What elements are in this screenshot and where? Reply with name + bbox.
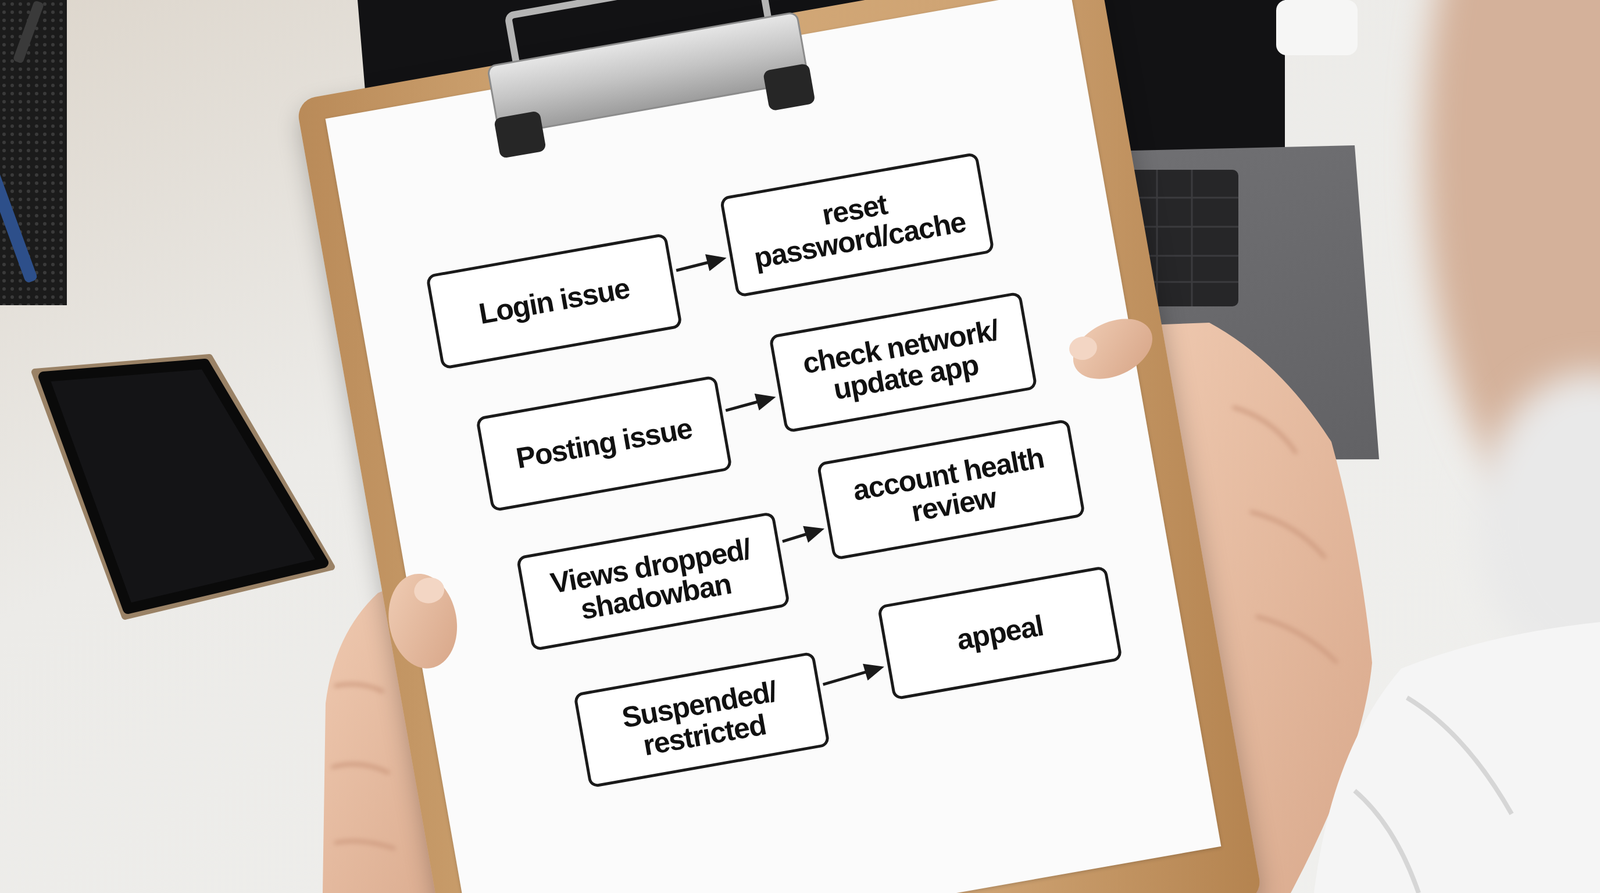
pen-holder xyxy=(0,0,67,306)
box-label: appeal xyxy=(954,610,1046,656)
arrow-line xyxy=(822,671,869,685)
arrow-line xyxy=(675,262,710,271)
process-box: Posting issue xyxy=(475,375,733,512)
box-label: account health review xyxy=(836,440,1066,540)
pen xyxy=(0,169,39,284)
box-label: Login issue xyxy=(476,272,632,330)
box-label: Views dropped/ shadowban xyxy=(535,531,771,632)
phone xyxy=(34,357,332,617)
paper-sheet: Login issue reset password/cachePosting i… xyxy=(325,0,1222,893)
process-box: check network/ update app xyxy=(768,291,1038,434)
process-box: Views dropped/ shadowban xyxy=(515,511,791,652)
shirt-sleeve xyxy=(1313,622,1600,893)
phone-glass xyxy=(43,363,324,609)
clipboard: Login issue reset password/cachePosting i… xyxy=(295,0,1263,893)
connector-layer xyxy=(325,0,1222,893)
clip-foot xyxy=(762,63,816,112)
flow-arrow xyxy=(820,660,887,689)
thumbnail xyxy=(412,575,447,606)
mug xyxy=(1276,0,1358,56)
flow-arrow xyxy=(780,522,827,548)
process-box: Login issue xyxy=(425,232,683,370)
arrow-line xyxy=(725,401,760,412)
flow-arrow xyxy=(723,390,778,417)
flow-arrow xyxy=(674,250,729,277)
clip-and-thumbs xyxy=(325,0,1222,893)
clip-foot xyxy=(493,110,547,159)
box-label: reset password/cache xyxy=(739,174,975,275)
finger-crease xyxy=(1232,406,1338,663)
thumbnail xyxy=(1067,334,1099,363)
arrow-line xyxy=(781,533,809,542)
sleeve-fold xyxy=(1354,697,1512,893)
arrow-head xyxy=(802,522,827,544)
arrow-head xyxy=(862,660,887,682)
left-thumb xyxy=(381,568,465,674)
finger-crease xyxy=(331,684,396,849)
process-box: Suspended/ restricted xyxy=(573,651,831,788)
box-label: Suspended/ restricted xyxy=(593,670,812,769)
arrow-head xyxy=(705,250,729,272)
right-thumb xyxy=(1063,306,1162,391)
process-box: reset password/cache xyxy=(719,151,995,298)
box-label: check network/ update app xyxy=(788,312,1019,413)
box-label: Posting issue xyxy=(513,412,695,474)
process-box: appeal xyxy=(877,565,1124,701)
pen xyxy=(12,0,45,64)
process-box: account health review xyxy=(816,418,1086,561)
arrow-head xyxy=(754,390,778,412)
